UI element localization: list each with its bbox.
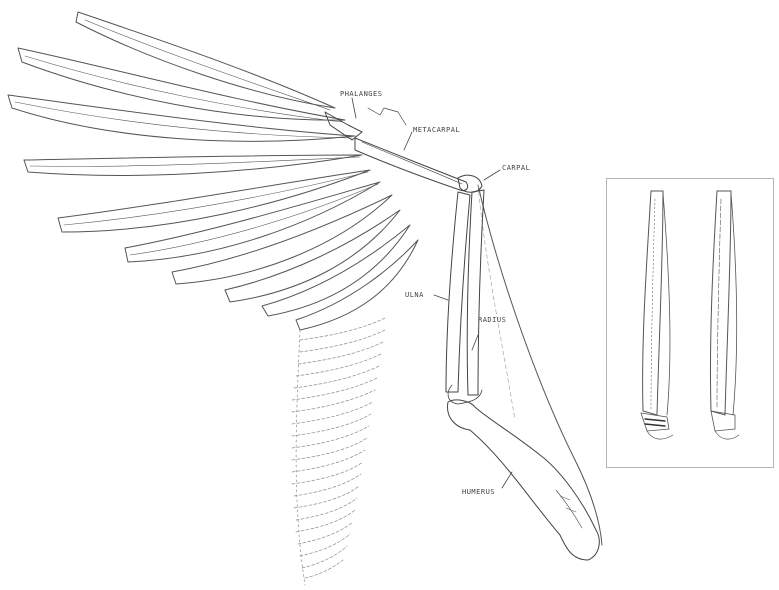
feather-7 — [172, 195, 392, 284]
forearm-bones — [446, 190, 484, 404]
feather-10 — [296, 240, 418, 330]
feather-6-shaft — [130, 184, 378, 255]
flight-feathers — [8, 12, 418, 330]
feather-1-shaft — [85, 20, 330, 110]
feather-1 — [76, 12, 335, 108]
feather-2 — [18, 48, 345, 120]
radius-shape — [467, 190, 484, 395]
patagium-leading-edge — [478, 185, 515, 420]
label-carpal: CARPAL — [502, 164, 530, 172]
feather-4 — [24, 155, 362, 175]
label-phalanges: PHALANGES — [340, 90, 382, 98]
hand-bones — [325, 108, 482, 192]
feather-8 — [225, 210, 400, 302]
covert-feathers — [292, 318, 385, 585]
label-humerus: HUMERUS — [462, 488, 495, 496]
label-leaders — [352, 98, 512, 488]
label-metacarpal: METACARPAL — [413, 126, 460, 134]
patagium-outline — [478, 185, 602, 545]
humerus-bone — [448, 400, 600, 560]
forearm-detail-inset — [606, 178, 774, 468]
phalanx-shape — [325, 112, 362, 140]
feather-9 — [262, 225, 410, 316]
feather-5 — [58, 170, 370, 232]
feather-6 — [125, 182, 380, 262]
label-radius: RADIUS — [478, 316, 506, 324]
ulna-shape — [446, 192, 470, 392]
label-ulna: ULNA — [405, 291, 424, 299]
inset-forearm-left — [641, 191, 673, 439]
feather-3-shaft — [15, 102, 352, 138]
inset-forearm-right — [710, 191, 739, 439]
feather-2-shaft — [25, 56, 342, 122]
inset-drawing — [607, 179, 773, 467]
